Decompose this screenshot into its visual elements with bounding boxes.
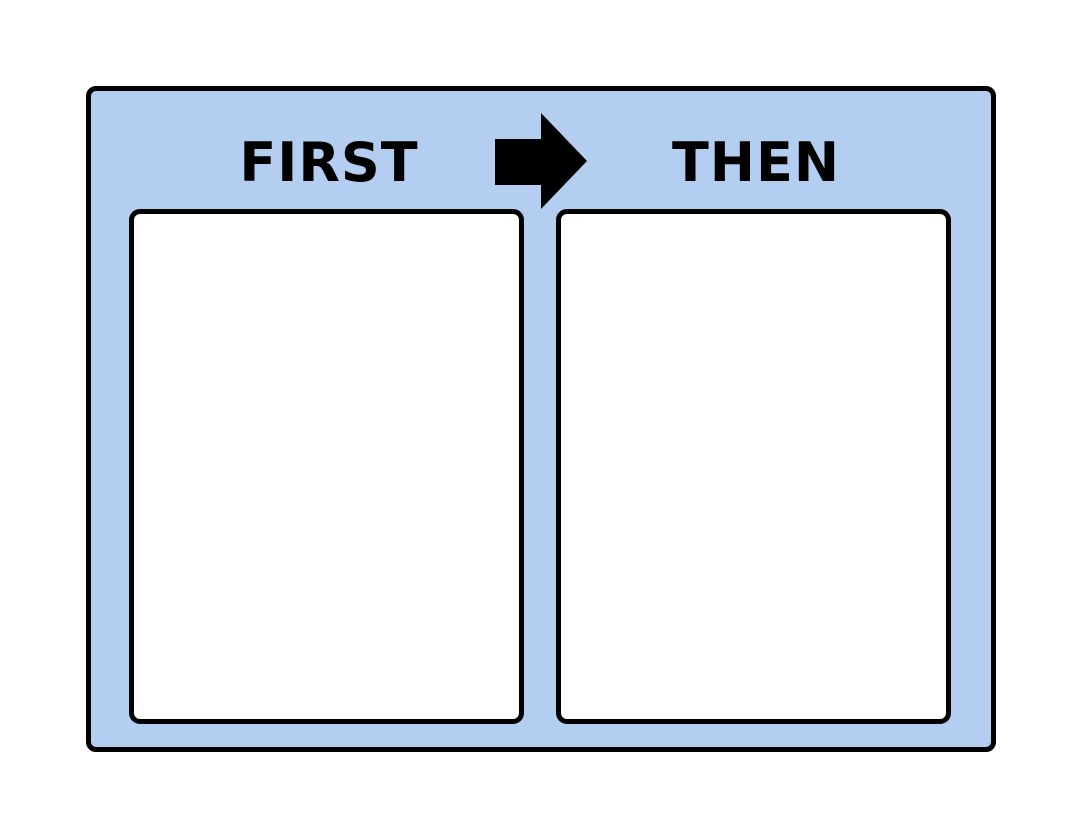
first-panel <box>129 209 524 724</box>
first-then-board: FIRST THEN <box>86 86 996 752</box>
then-panel <box>556 209 951 724</box>
right-arrow-icon <box>495 113 587 209</box>
then-heading: THEN <box>671 131 841 194</box>
first-heading: FIRST <box>239 131 419 194</box>
